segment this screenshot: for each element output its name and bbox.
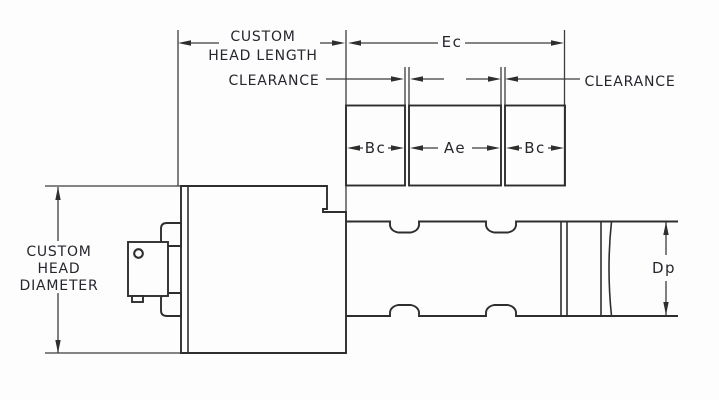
- arrow-dp-down: [663, 302, 669, 315]
- connector-body: [127, 241, 169, 297]
- box-ae: [408, 104, 502, 187]
- arrow-ec-left: [348, 40, 361, 46]
- arrow-bc-right-b: [551, 145, 564, 151]
- arrow-diameter-up: [55, 187, 61, 200]
- labels: CUSTOM HEAD LENGTH CLEARANCE CLEARANCE E…: [20, 29, 676, 294]
- box-bc-right: [504, 104, 566, 187]
- dim-label-ae: Ae: [444, 139, 466, 157]
- arrow-bc-left-b: [391, 145, 404, 151]
- head-outline: [180, 185, 347, 354]
- dim-label-dp: Dp: [652, 259, 676, 277]
- dim-label-head-length-line1: CUSTOM: [230, 29, 295, 45]
- arrow-clearance-right-b: [505, 76, 518, 82]
- dim-label-head-length-line2: HEAD LENGTH: [208, 48, 318, 64]
- dimension-lines: [57, 42, 667, 353]
- dim-label-head-diameter-line1: CUSTOM: [26, 244, 91, 260]
- spool-bottom-profile: [346, 304, 678, 317]
- arrow-head-length-left: [178, 40, 191, 46]
- arrow-ae-b: [487, 145, 500, 151]
- dim-label-head-diameter-line3: DIAMETER: [20, 278, 99, 294]
- dim-label-head-diameter-line2: HEAD: [38, 261, 81, 277]
- mask-dp-label: [649, 255, 680, 281]
- spool-top-profile: [346, 220, 678, 234]
- dim-label-bc-left: Bc: [365, 139, 387, 157]
- arrow-ae-a: [410, 145, 423, 151]
- spool-ring-pair-2-right: [608, 221, 613, 317]
- arrow-diameter-down: [55, 340, 61, 353]
- arrow-clearance-left-a: [391, 76, 404, 82]
- connector-foot: [131, 295, 144, 303]
- label-masks: [16, 241, 680, 293]
- connector: [127, 222, 182, 317]
- dim-label-ec: Ec: [442, 33, 463, 51]
- ext-lines-clearance-right-gap: [500, 67, 506, 107]
- spool-ring-pair-1: [560, 221, 568, 316]
- spool-shaft: [346, 220, 678, 317]
- arrow-bc-left-a: [347, 145, 360, 151]
- arrow-clearance-right-a: [488, 76, 501, 82]
- box-bc-left: [345, 104, 406, 187]
- arrow-bc-right-a: [506, 145, 519, 151]
- arrow-head-length-right: [332, 40, 345, 46]
- connector-screw-hole: [133, 248, 144, 259]
- arrow-clearance-left-b: [410, 76, 423, 82]
- clearance-boxes: [345, 104, 566, 187]
- mask-head-diameter-label: [16, 241, 102, 293]
- dim-label-clearance-right: CLEARANCE: [584, 74, 675, 90]
- arrow-ec-right: [551, 40, 564, 46]
- ext-lines-clearance-left-gap: [404, 67, 410, 107]
- arrow-dp-up: [663, 222, 669, 235]
- dimension-arrowheads: [55, 40, 669, 353]
- solenoid-head: [180, 185, 347, 354]
- dim-label-clearance-left: CLEARANCE: [228, 73, 319, 89]
- dim-label-bc-right: Bc: [524, 139, 546, 157]
